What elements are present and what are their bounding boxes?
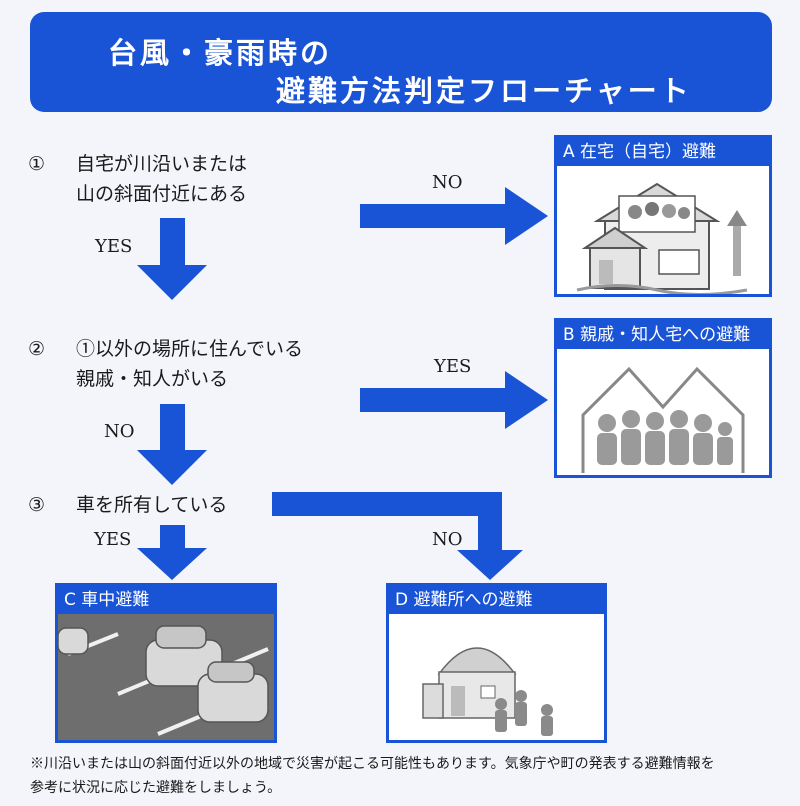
- parked-cars-illustration: [58, 614, 274, 740]
- outcome-c-box: C 車中避難: [55, 583, 277, 743]
- footnote-line-1: ※川沿いまたは山の斜面付近以外の地域で災害が起こる可能性もあります。気象庁や町の…: [30, 756, 715, 772]
- q1-yes-label: YES: [95, 236, 133, 257]
- q3-yes-label: YES: [94, 529, 132, 550]
- arrow-q2-yes: [360, 371, 548, 429]
- question-3: 車を所有している: [76, 490, 227, 520]
- evacuation-shelter-illustration: [422, 647, 553, 736]
- question-1: 自宅が川沿いまたは 山の斜面付近にある: [76, 149, 247, 209]
- footnote-line-2: 参考に状況に応じた避難をしましょう。: [30, 780, 282, 796]
- outcome-d-title: D 避難所への避難: [389, 586, 604, 614]
- title-banner: 台風・豪雨時の 避難方法判定フローチャート: [30, 12, 772, 112]
- outcome-b-box: B 親戚・知人宅への避難: [554, 318, 772, 478]
- outcome-a-box: A 在宅（自宅）避難: [554, 135, 772, 297]
- outcome-d-box: D 避難所への避難: [386, 583, 607, 743]
- q3-no-label: NO: [432, 529, 463, 550]
- question-2-line-2: 親戚・知人がいる: [76, 368, 229, 390]
- question-3-line-1: 車を所有している: [76, 494, 228, 516]
- question-1-line-2: 山の斜面付近にある: [76, 183, 248, 205]
- outcome-c-title: C 車中避難: [58, 586, 274, 614]
- question-1-number: ①: [28, 153, 46, 175]
- question-2-line-1: ①以外の場所に住んでいる: [76, 338, 304, 360]
- arrow-q3-yes: [137, 525, 207, 580]
- relatives-group-illustration: [581, 366, 745, 473]
- q1-no-label: NO: [432, 172, 463, 193]
- question-2-number: ②: [28, 338, 46, 360]
- q2-no-label: NO: [104, 421, 135, 442]
- arrow-q1-no: [360, 187, 548, 245]
- house-family-illustration: [576, 182, 748, 294]
- question-2: ①以外の場所に住んでいる 親戚・知人がいる: [76, 334, 303, 394]
- arrow-q1-yes: [137, 218, 207, 300]
- title-line-1: 台風・豪雨時の: [108, 36, 333, 70]
- outcome-b-title: B 親戚・知人宅への避難: [557, 321, 769, 349]
- title-line-2: 避難方法判定フローチャート: [276, 74, 692, 108]
- q2-yes-label: YES: [434, 356, 472, 377]
- footnote: ※川沿いまたは山の斜面付近以外の地域で災害が起こる可能性もあります。気象庁や町の…: [30, 752, 780, 800]
- arrow-q2-no: [137, 404, 207, 485]
- outcome-a-title: A 在宅（自宅）避難: [557, 138, 769, 166]
- question-3-number: ③: [28, 494, 46, 516]
- question-1-line-1: 自宅が川沿いまたは: [76, 153, 248, 175]
- arrow-q3-no: [272, 492, 523, 580]
